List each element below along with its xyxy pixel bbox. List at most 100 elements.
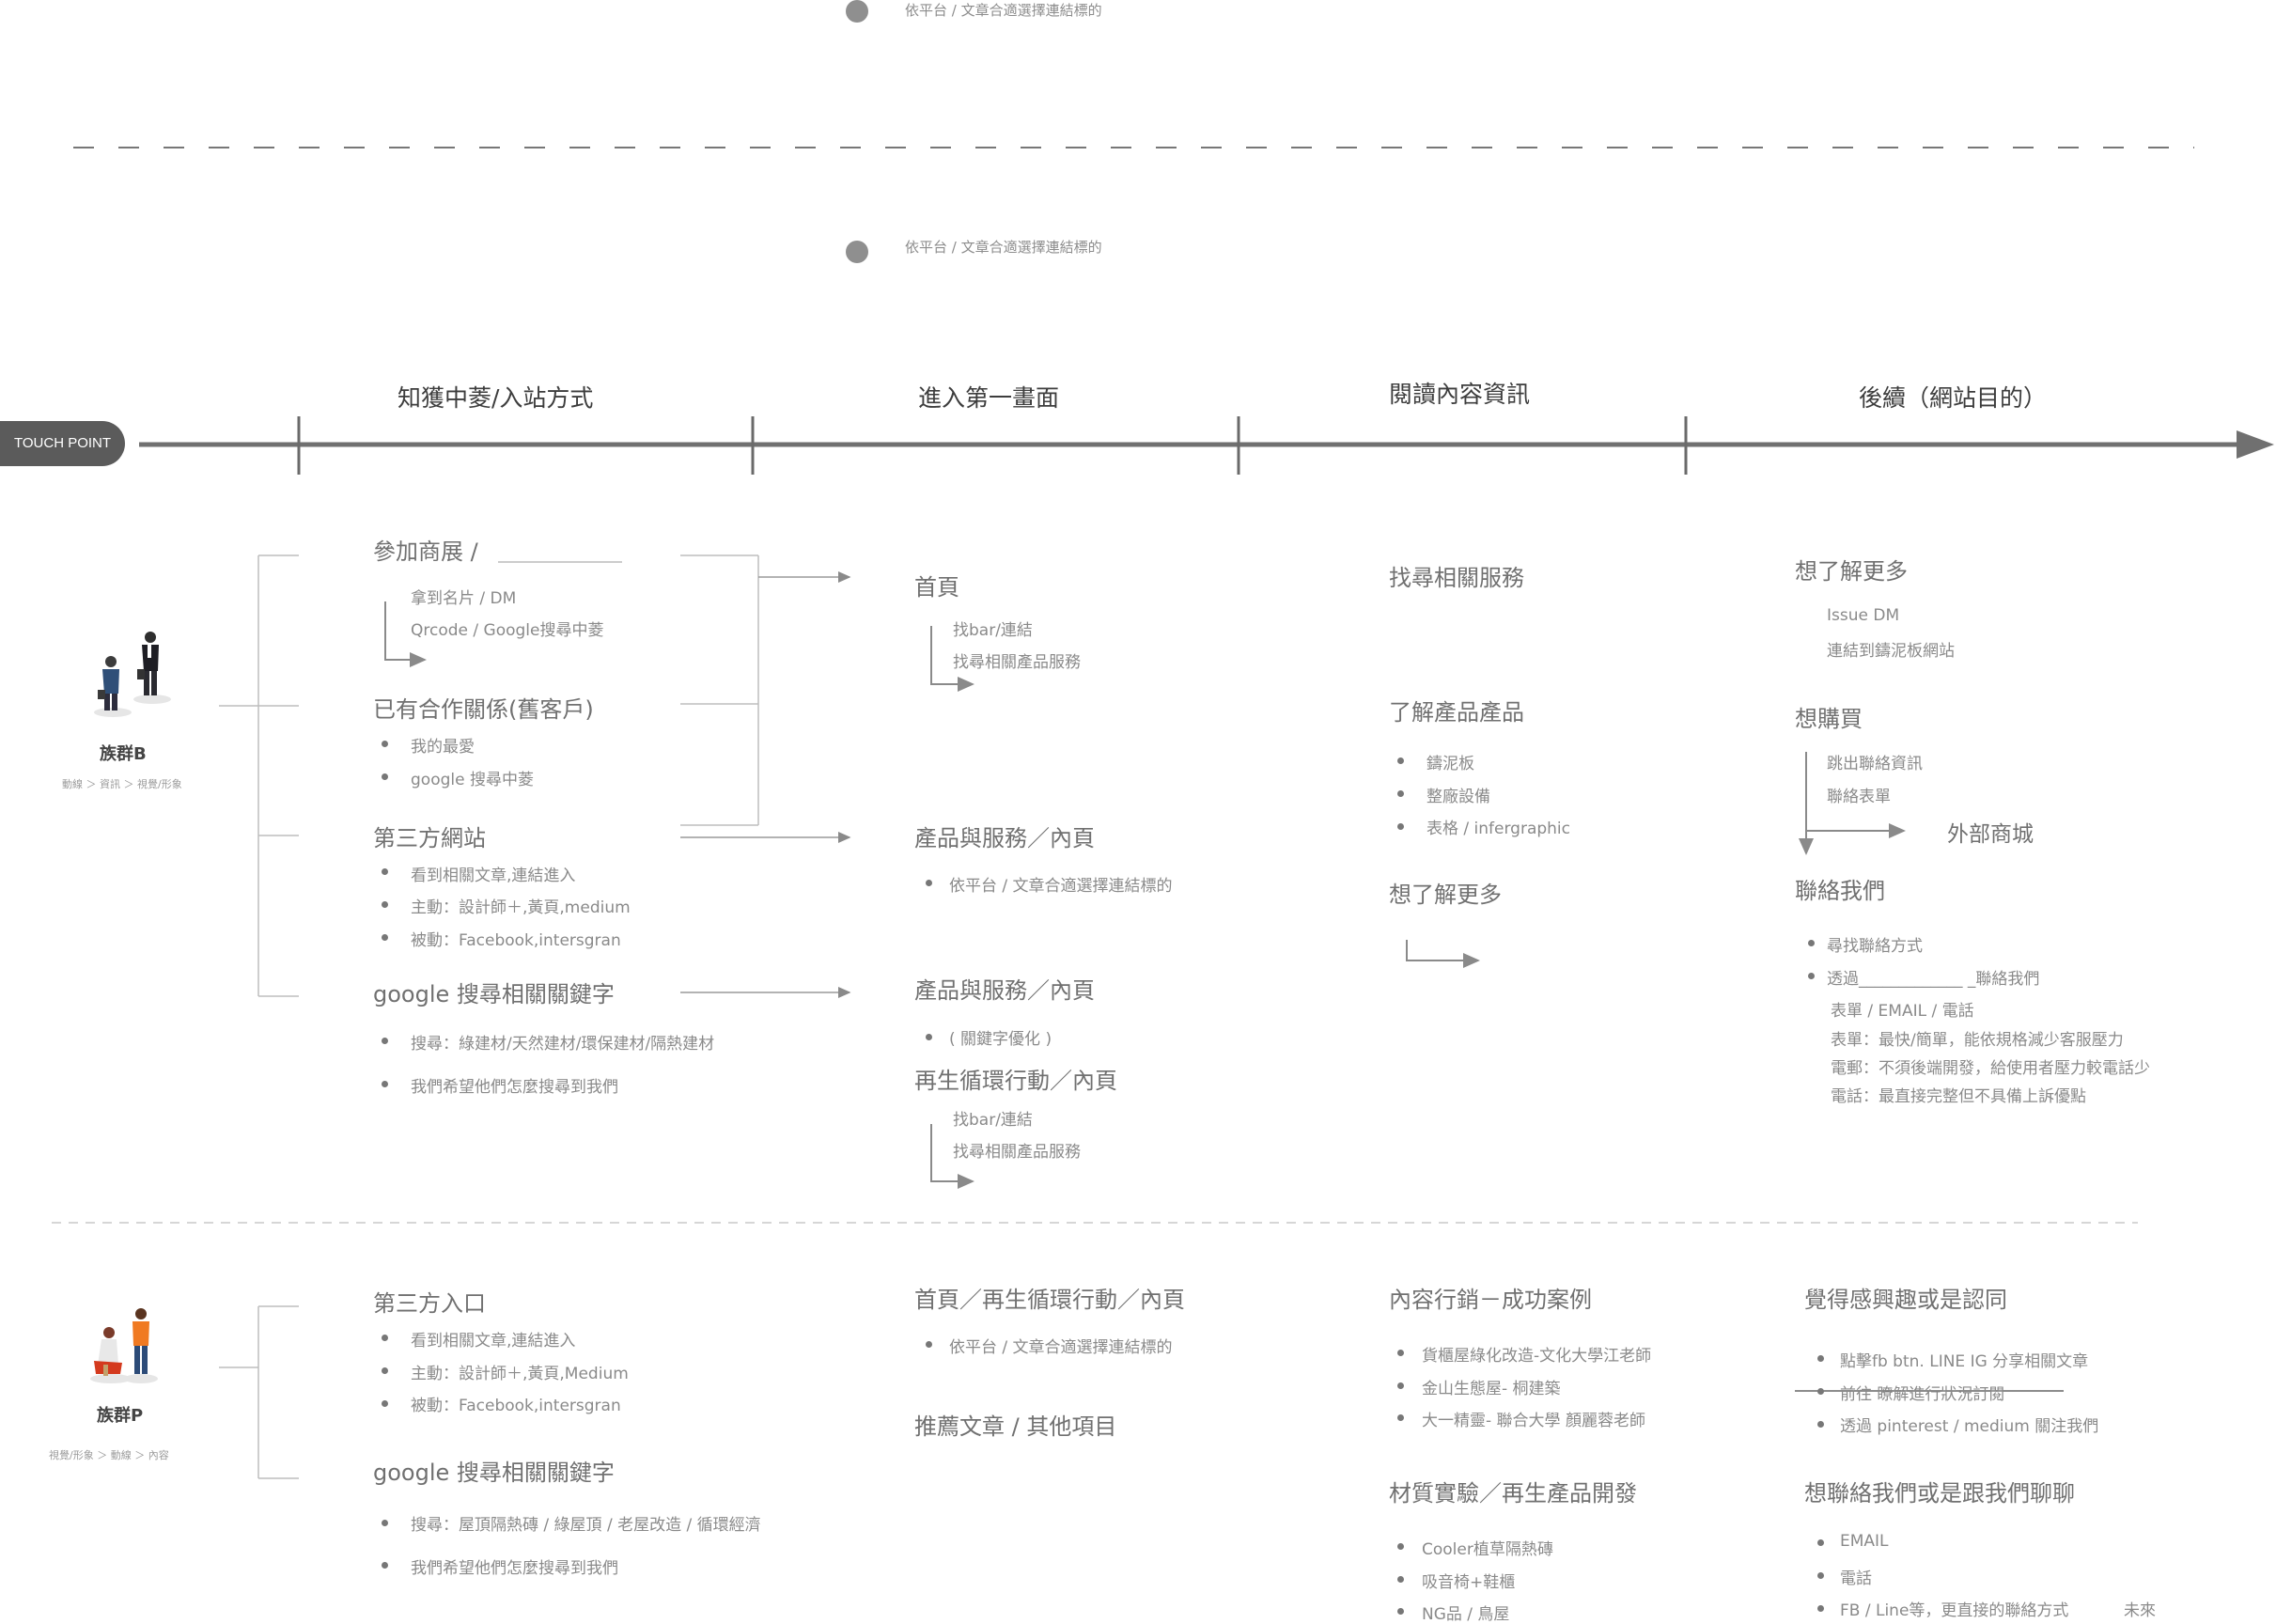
b-entry-third-party: 第三方網站 bbox=[373, 825, 486, 851]
b-entry-trade-show: 參加商展 / bbox=[373, 539, 478, 565]
b-read-item: 整廠設備 bbox=[1426, 788, 1490, 806]
b-entry-item: 我們希望他們怎麼搜尋到我們 bbox=[411, 1078, 618, 1097]
b-landing-recycle: 再生循環行動／內頁 bbox=[914, 1068, 1117, 1094]
p-read-item: Cooler植草隔熱磚 bbox=[1422, 1540, 1553, 1559]
b-landing-item: 找尋相關產品服務 bbox=[953, 1143, 1081, 1162]
top-note-2: 依平台 / 文章合適選擇連結標的 bbox=[905, 239, 1102, 256]
b-next-external-store: 外部商城 bbox=[1947, 822, 2034, 847]
p-next-interested: 覺得感興趣或是認同 bbox=[1804, 1287, 2007, 1313]
b-landing-item: 依平台 / 文章合適選擇連結標的 bbox=[949, 877, 1173, 896]
b-entry-existing-client: 已有合作關係(舊客戶) bbox=[373, 696, 594, 723]
b-next-item: 連結到鑄泥板網站 bbox=[1827, 642, 1955, 661]
p-next-item: 透過 pinterest / medium 關注我們 bbox=[1840, 1417, 2099, 1436]
persona-p-figures bbox=[90, 1308, 158, 1383]
b-landing-item: ( 關鍵字優化 ) bbox=[949, 1030, 1052, 1049]
bullet bbox=[382, 901, 388, 908]
bullet bbox=[926, 880, 932, 886]
bullet bbox=[1397, 1576, 1404, 1583]
b-next-learn-more: 想了解更多 bbox=[1795, 558, 1908, 585]
b-next-item: 跳出聯絡資訊 bbox=[1827, 755, 1923, 773]
p-next-item: FB / Line等，更直接的聯絡方式 bbox=[1840, 1601, 2069, 1620]
p-next-contact: 想聯絡我們或是跟我們聊聊 bbox=[1804, 1480, 2075, 1507]
b-entry-item: google 搜尋中菱 bbox=[411, 771, 534, 789]
bullet bbox=[382, 1335, 388, 1341]
p-entry-third-party: 第三方入口 bbox=[373, 1290, 486, 1317]
b-landing-item: 找尋相關產品服務 bbox=[953, 653, 1081, 672]
b-next-sub: 表單：最快/簡單，能依規格減少客服壓力 bbox=[1831, 1031, 2124, 1050]
b-next-sub: 電郵：不須後端開發，給使用者壓力較電話少 bbox=[1831, 1059, 2150, 1078]
b-next-contact: 聯絡我們 bbox=[1795, 878, 1885, 904]
b-next-buy: 想購買 bbox=[1795, 706, 1863, 732]
bullet bbox=[382, 1400, 388, 1407]
b-landing-item: 找bar/連結 bbox=[953, 621, 1033, 640]
p-read-item: 金山生態屋- 桐建築 bbox=[1422, 1380, 1561, 1398]
stage-4-title: 後續（網站目的） bbox=[1859, 384, 2048, 412]
persona-b-path: 動線 ＞ 資訊 ＞ 視覺/形象 bbox=[62, 778, 182, 790]
bullet bbox=[1817, 1539, 1824, 1546]
b-read-item: 表格 / infergraphic bbox=[1426, 820, 1570, 838]
bullet bbox=[1808, 940, 1815, 946]
bullet bbox=[1397, 1608, 1404, 1615]
bullet bbox=[382, 1562, 388, 1569]
bullet bbox=[382, 741, 388, 747]
bullet bbox=[1397, 790, 1404, 797]
bullet-dot-2 bbox=[846, 241, 868, 263]
p-next-item: EMAIL bbox=[1840, 1532, 1889, 1551]
bullet bbox=[1817, 1421, 1824, 1428]
stage-2-title: 進入第一畫面 bbox=[918, 384, 1060, 412]
b-read-services: 找尋相關服務 bbox=[1389, 565, 1524, 591]
b-entry-item: 主動：設計師＋,黃頁,medium bbox=[411, 898, 631, 917]
p-entry-item: 我們希望他們怎麼搜尋到我們 bbox=[411, 1559, 618, 1578]
bullet bbox=[1808, 973, 1815, 979]
b-entry-item: 被動：Facebook,intersgran bbox=[411, 931, 621, 950]
bullet bbox=[1397, 1414, 1404, 1421]
bullet bbox=[1817, 1388, 1824, 1395]
p-next-future: 未來 bbox=[2124, 1601, 2156, 1620]
bullet bbox=[382, 1520, 388, 1526]
b-entry-item: Qrcode / Google搜尋中菱 bbox=[411, 621, 604, 640]
touch-point-label: TOUCH POINT bbox=[0, 421, 125, 466]
b-landing-products: 產品與服務／內頁 bbox=[914, 825, 1095, 851]
bullet bbox=[382, 773, 388, 780]
b-next-item: 聯絡表單 bbox=[1827, 788, 1891, 806]
bullet bbox=[1397, 823, 1404, 830]
b-landing-products-2: 產品與服務／內頁 bbox=[914, 977, 1095, 1004]
bullet bbox=[926, 1341, 932, 1348]
b-entry-google: google 搜尋相關關鍵字 bbox=[373, 981, 615, 1007]
b-next-item: Issue DM bbox=[1827, 606, 1900, 625]
bullet bbox=[1397, 757, 1404, 764]
p-read-item: 大一精靈- 聯合大學 顏麗蓉老師 bbox=[1422, 1412, 1645, 1430]
bullet bbox=[1817, 1572, 1824, 1579]
p-next-item: 點擊fb btn. LINE IG 分享相關文章 bbox=[1840, 1352, 2089, 1371]
b-read-item: 鑄泥板 bbox=[1426, 755, 1474, 773]
b-read-more: 想了解更多 bbox=[1389, 882, 1502, 908]
p-read-item: NG品 / 鳥屋 bbox=[1422, 1605, 1510, 1624]
p-entry-item: 被動：Facebook,intersgran bbox=[411, 1397, 621, 1415]
bullet bbox=[382, 1038, 388, 1044]
stage-3-title: 閱讀內容資訊 bbox=[1389, 381, 1531, 408]
bullet bbox=[926, 1034, 932, 1040]
p-landing-recommended: 推薦文章 / 其他項目 bbox=[914, 1413, 1117, 1440]
b-next-sub: 表單 / EMAIL / 電話 bbox=[1831, 1002, 1974, 1021]
b-entry-item: 搜尋：綠建材/天然建材/環保建材/隔熱建材 bbox=[411, 1035, 715, 1054]
b-landing-home: 首頁 bbox=[914, 574, 959, 601]
bullet bbox=[1817, 1355, 1824, 1362]
b-entry-item: 我的最愛 bbox=[411, 738, 475, 757]
p-entry-item: 搜尋：屋頂隔熱磚 / 綠屋頂 / 老屋改造 / 循環經濟 bbox=[411, 1516, 761, 1535]
b-read-products: 了解產品產品 bbox=[1389, 699, 1524, 726]
b-entry-item: 看到相關文章,連結進入 bbox=[411, 867, 576, 885]
bullet bbox=[1817, 1605, 1824, 1612]
persona-p-path: 視覺/形象 ＞ 動線 ＞ 內容 bbox=[49, 1449, 169, 1461]
p-next-item-struck: 前往 瞭解進行狀況訂閱 bbox=[1840, 1385, 2005, 1404]
p-landing-home: 首頁／再生循環行動／內頁 bbox=[914, 1287, 1185, 1313]
bullet bbox=[382, 934, 388, 941]
p-read-item: 吸音椅+鞋櫃 bbox=[1422, 1573, 1516, 1592]
persona-b-name: 族群B bbox=[100, 744, 147, 764]
p-read-materials: 材質實驗／再生產品開發 bbox=[1389, 1480, 1637, 1507]
b-landing-item: 找bar/連結 bbox=[953, 1111, 1033, 1130]
p-read-item: 貨櫃屋綠化改造-文化大學江老師 bbox=[1422, 1347, 1652, 1366]
persona-p-name: 族群P bbox=[97, 1406, 144, 1426]
persona-b-figures bbox=[94, 632, 171, 717]
b-next-item: 尋找聯絡方式 bbox=[1827, 937, 1923, 956]
